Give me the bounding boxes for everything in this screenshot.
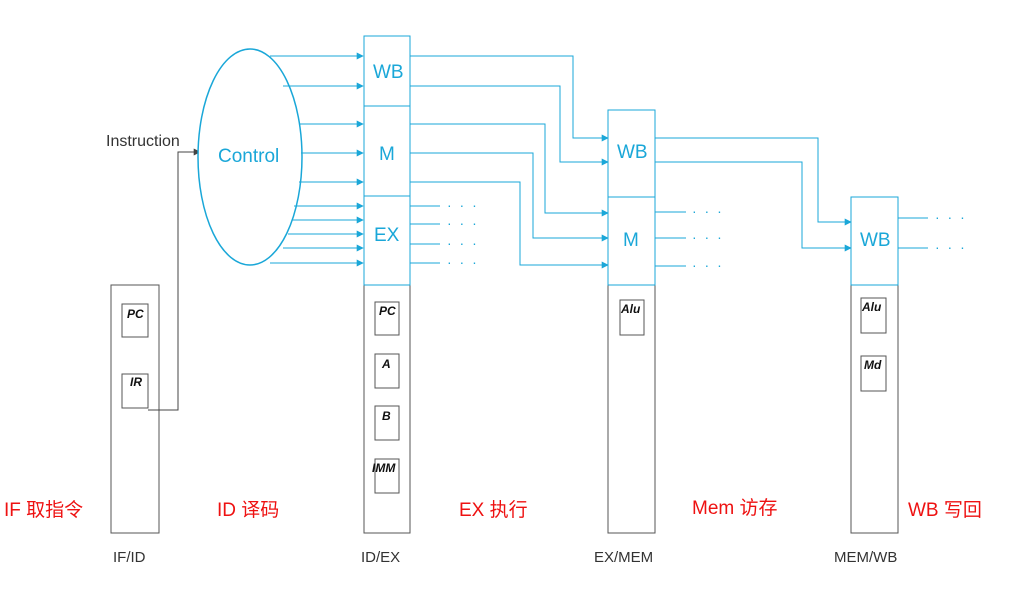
memwb-md-label: Md	[864, 358, 882, 372]
memwb-wb-field	[850, 196, 899, 286]
latch-name-memwb: MEM/WB	[834, 549, 897, 566]
control-unit	[197, 48, 303, 266]
idex-to-exmem-lines	[410, 55, 609, 269]
control-label: Control	[218, 146, 279, 167]
idex-wb-field	[363, 35, 411, 107]
latch-name-exmem: EX/MEM	[594, 549, 653, 566]
memwb-wb-outputs	[898, 217, 928, 249]
idex-a-register	[374, 353, 400, 389]
latch-name-idex: ID/EX	[361, 549, 400, 566]
stage-label-wb: WB 写回	[908, 500, 982, 521]
idex-m-label: M	[379, 144, 395, 165]
stage-label-if: IF 取指令	[4, 499, 83, 521]
idex-pc-label: PC	[379, 304, 396, 318]
memwb-alu-label: Alu	[861, 300, 882, 314]
instruction-label: Instruction	[106, 133, 180, 150]
memwb-wb-label: WB	[860, 230, 891, 251]
exmem-alu-label: Alu	[620, 302, 641, 316]
ifid-pc-label: PC	[127, 307, 144, 321]
idex-m-field	[363, 105, 411, 197]
stage-label-mem: Mem 访存	[692, 497, 778, 519]
exmem-m-field	[607, 196, 656, 286]
exmem-to-memwb-lines	[655, 137, 852, 252]
exmem-wb-field	[607, 109, 656, 198]
memwb-alu-register	[860, 297, 887, 334]
stage-label-ex: EX 执行	[459, 499, 528, 521]
exmem-wb-label: WB	[617, 142, 648, 163]
idex-ex-label: EX	[374, 225, 400, 246]
ifid-pc-register	[121, 303, 149, 338]
ifid-latch: PC IR	[110, 284, 160, 534]
idex-wb-label: WB	[373, 62, 404, 83]
idex-a-label: A	[381, 357, 391, 371]
idex-b-register	[374, 405, 400, 441]
idex-ex-field	[363, 195, 411, 286]
stage-label-id: ID 译码	[217, 500, 279, 521]
ifid-ir-label: IR	[130, 375, 142, 389]
idex-imm-label: IMM	[372, 461, 396, 475]
latch-name-ifid: IF/ID	[113, 549, 146, 566]
idex-imm-register	[374, 458, 400, 494]
exmem-alu-register	[619, 299, 645, 336]
idex-dots-3: · · ·	[447, 235, 479, 251]
memwb-dots-2: · · ·	[935, 239, 967, 255]
exmem-m-label: M	[623, 230, 639, 251]
exmem-m-outputs	[655, 211, 686, 267]
memwb-dots-1: · · ·	[935, 209, 967, 225]
exmem-latch: WB M Alu	[607, 109, 656, 534]
exmem-dots-2: · · ·	[692, 229, 724, 245]
exmem-dots-1: · · ·	[692, 203, 724, 219]
memwb-md-register	[860, 355, 887, 392]
memwb-latch: WB Alu Md	[850, 196, 899, 534]
control-signal-arrows	[270, 52, 364, 267]
idex-dots-1: · · ·	[447, 197, 479, 213]
ifid-ir-register	[121, 373, 149, 409]
idex-dots-2: · · ·	[447, 215, 479, 231]
exmem-dots-3: · · ·	[692, 257, 724, 273]
idex-dots-4: · · ·	[447, 254, 479, 270]
idex-latch: WB M EX PC A B IMM	[363, 35, 411, 534]
idex-pc-register	[374, 301, 400, 336]
idex-ex-outputs	[410, 205, 440, 264]
idex-b-label: B	[382, 409, 391, 423]
instruction-line	[148, 148, 201, 411]
